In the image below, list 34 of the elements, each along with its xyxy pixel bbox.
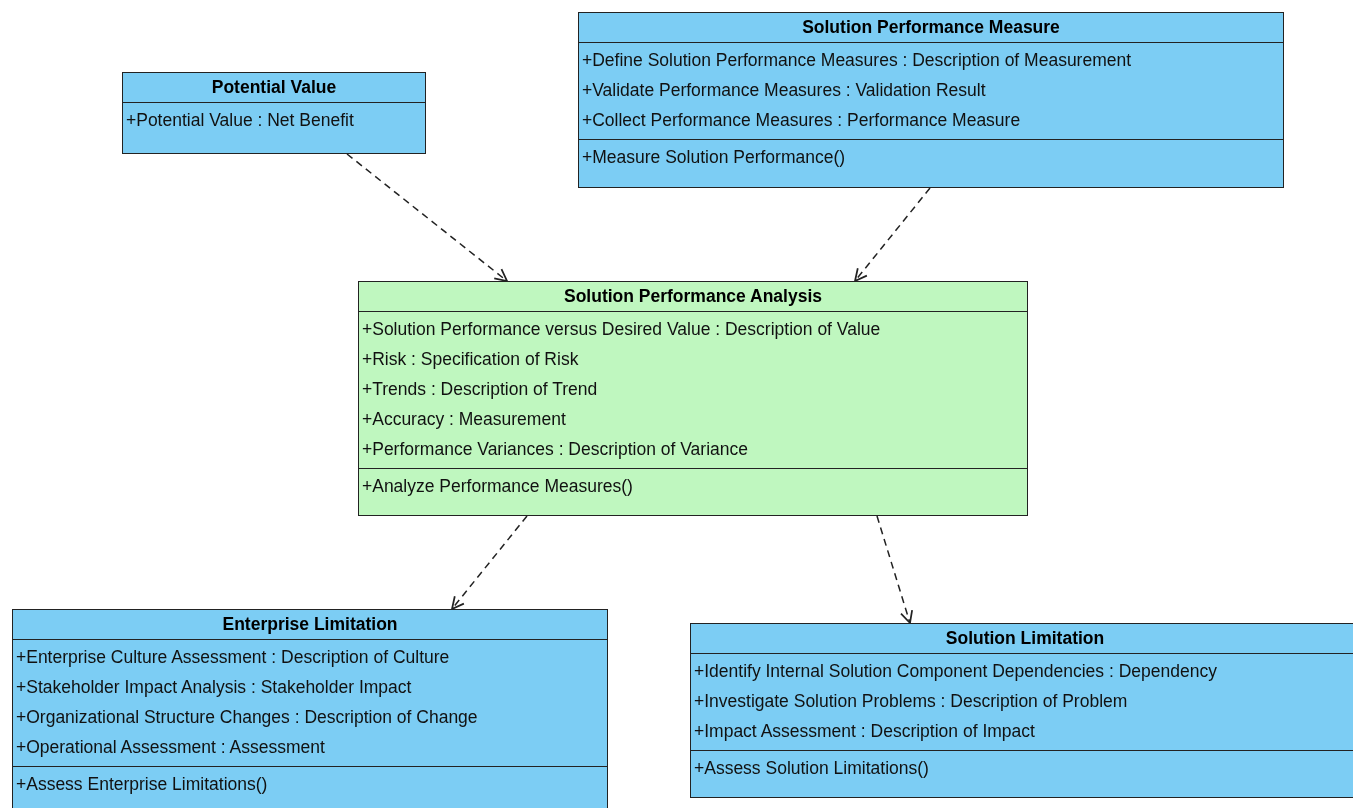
class-name: Solution Limitation	[944, 627, 1106, 650]
member-text: +Validate Performance Measures : Validation Result	[581, 79, 987, 102]
member-text: +Define Solution Performance Measures : Description of Measurement	[581, 49, 1133, 72]
dependency-arrow	[854, 187, 931, 282]
class-box	[12, 609, 608, 808]
member-text: +Assess Enterprise Limitations()	[15, 773, 269, 796]
member-text: +Organizational Structure Changes : Description of Change	[15, 706, 479, 729]
member-text: +Accuracy : Measurement	[361, 408, 567, 431]
member-text: +Stakeholder Impact Analysis : Stakeholder Impact	[15, 676, 413, 699]
dependency-arrow	[346, 153, 508, 282]
member-text: +Potential Value : Net Benefit	[125, 109, 355, 132]
member-text: +Risk : Specification of Risk	[361, 348, 580, 371]
member-text: +Solution Performance versus Desired Value : Description of Value	[361, 318, 882, 341]
member-text: +Impact Assessment : Description of Impact	[693, 720, 1036, 743]
class-box	[358, 281, 1028, 516]
member-text: +Collect Performance Measures : Performance Measure	[581, 109, 1022, 132]
member-text: +Performance Variances : Description of Variance	[361, 438, 749, 461]
member-text: +Assess Solution Limitations()	[693, 757, 930, 780]
class-name: Solution Performance Measure	[801, 16, 1061, 39]
member-text: +Analyze Performance Measures()	[361, 475, 634, 498]
member-text: +Trends : Description of Trend	[361, 378, 599, 401]
member-text: +Operational Assessment : Assessment	[15, 736, 326, 759]
class-box	[578, 12, 1284, 188]
class-box	[690, 623, 1353, 798]
member-text: +Identify Internal Solution Component Dependencies : Dependency	[693, 660, 1218, 683]
class-name: Solution Performance Analysis	[563, 285, 823, 308]
member-text: +Enterprise Culture Assessment : Description of Culture	[15, 646, 451, 669]
dependency-arrow	[451, 515, 528, 610]
dependency-arrow	[876, 515, 913, 624]
class-box	[122, 72, 426, 154]
class-name: Potential Value	[210, 76, 338, 99]
member-text: +Investigate Solution Problems : Description of Problem	[693, 690, 1129, 713]
class-name: Enterprise Limitation	[221, 613, 399, 636]
member-text: +Measure Solution Performance()	[581, 146, 847, 169]
